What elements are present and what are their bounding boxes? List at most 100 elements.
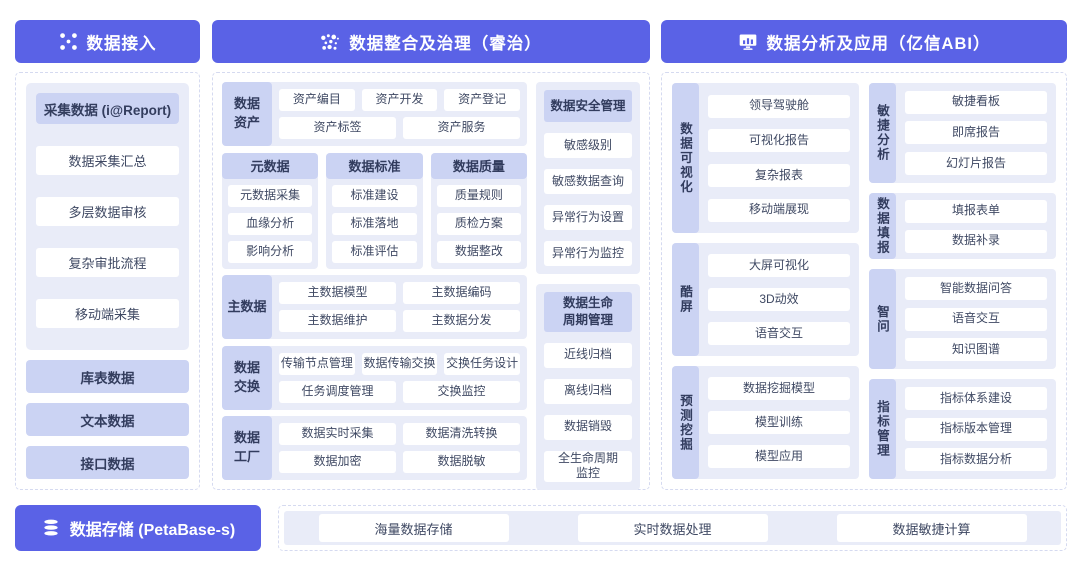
feature-box: 交换任务设计 [444, 352, 520, 375]
feature-box: 数据清洗转换 [403, 423, 520, 445]
indicator-management-group: 指标管理 指标体系建设 指标版本管理 指标数据分析 [869, 379, 1056, 479]
section-data-ingest: 数据接入 采集数据 (i@Report) 数据采集汇总 多层数据审核 复杂审批流… [15, 20, 200, 490]
data-factory-label: 数据 工厂 [222, 416, 272, 480]
asset-group: 数据 资产 资产编目 资产开发 资产登记 资产标签 资产服务 [222, 82, 527, 146]
feature-box: 多层数据审核 [36, 197, 179, 226]
storage-title: 数据存储 (PetaBase-s) [69, 522, 236, 539]
feature-box: 可视化报告 [708, 129, 850, 153]
analysis-panel: 数据可视化 领导驾驶舱 可视化报告 复杂报表 移动端展现 酷屏 大屏可视化 3D… [661, 72, 1067, 490]
feature-box: 复杂审批流程 [36, 248, 179, 277]
governance-panel: 数据 资产 资产编目 资产开发 资产登记 资产标签 资产服务 [212, 72, 650, 490]
feature-box: 资产服务 [403, 117, 520, 139]
feature-box: 标准建设 [332, 184, 417, 207]
feature-box: 异常行为设置 [544, 205, 632, 230]
feature-box: 3D动效 [708, 288, 850, 312]
collect-group: 采集数据 (i@Report) 数据采集汇总 多层数据审核 复杂审批流程 移动端… [26, 83, 189, 350]
feature-box: 任务调度管理 [279, 380, 396, 403]
governance-side-column: 数据安全管理 敏感级别 敏感数据查询 异常行为设置 异常行为监控 数据生命 周期… [536, 82, 640, 490]
ingest-panel: 采集数据 (i@Report) 数据采集汇总 多层数据审核 复杂审批流程 移动端… [15, 72, 200, 490]
data-security-header: 数据安全管理 [544, 90, 632, 122]
feature-box: 移动端采集 [36, 299, 179, 328]
particles-icon [320, 32, 340, 52]
feature-box: 模型应用 [708, 445, 850, 469]
feature-box: 质量规则 [436, 184, 521, 207]
source-box-table-data: 库表数据 [26, 360, 189, 393]
feature-box: 资产标签 [279, 117, 396, 139]
feature-box: 大屏可视化 [708, 254, 850, 278]
analysis-right-column: 敏捷分析 敏捷看板 即席报告 幻灯片报告 数据填报 填报表单 数据补录 智问 [869, 83, 1056, 479]
metadata-group: 元数据 元数据采集 血缘分析 影响分析 [222, 152, 319, 269]
data-visualization-group: 数据可视化 领导驾驶舱 可视化报告 复杂报表 移动端展现 [672, 83, 859, 234]
feature-box: 资产登记 [444, 89, 520, 111]
feature-box: 模型训练 [708, 411, 850, 435]
feature-box: 数据整改 [436, 240, 521, 263]
feature-box: 数据挖掘模型 [708, 377, 850, 401]
data-lifecycle-header: 数据生命 周期管理 [544, 292, 632, 332]
agile-analysis-label: 敏捷分析 [869, 83, 896, 183]
feature-box: 幻灯片报告 [905, 152, 1047, 176]
indicator-management-label: 指标管理 [869, 379, 896, 479]
ingest-header: 数据接入 [15, 20, 200, 63]
feature-box: 数据采集汇总 [36, 146, 179, 175]
governance-main-column: 数据 资产 资产编目 资产开发 资产登记 资产标签 资产服务 [222, 82, 527, 480]
feature-box: 复杂报表 [708, 164, 850, 188]
agile-analysis-group: 敏捷分析 敏捷看板 即席报告 幻灯片报告 [869, 83, 1056, 183]
capability-box: 实时数据处理 [577, 514, 768, 542]
database-icon [41, 518, 61, 538]
data-quality-group: 数据质量 质量规则 质检方案 数据整改 [430, 152, 527, 269]
data-exchange-label: 数据 交换 [222, 345, 272, 410]
feature-box: 指标体系建设 [905, 386, 1047, 410]
ingest-title: 数据接入 [86, 34, 157, 53]
feature-box: 填报表单 [905, 199, 1047, 223]
feature-box: 交换监控 [403, 380, 520, 403]
section-data-analysis: 数据分析及应用（亿信ABI） 数据可视化 领导驾驶舱 可视化报告 复杂报表 移动… [661, 20, 1067, 490]
analysis-header: 数据分析及应用（亿信ABI） [661, 20, 1067, 63]
feature-box: 元数据采集 [228, 184, 313, 207]
data-reporting-group: 数据填报 填报表单 数据补录 [869, 192, 1056, 260]
asset-group-content: 资产编目 资产开发 资产登记 资产标签 资产服务 [272, 82, 527, 146]
feature-box: 血缘分析 [228, 212, 313, 235]
smart-ask-group: 智问 智能数据问答 语音交互 知识图谱 [869, 269, 1056, 370]
asset-group-label: 数据 资产 [222, 82, 272, 146]
feature-box: 领导驾驶舱 [708, 94, 850, 118]
data-security-group: 数据安全管理 敏感级别 敏感数据查询 异常行为设置 异常行为监控 [536, 82, 640, 274]
feature-box: 指标数据分析 [905, 448, 1047, 472]
feature-box: 数据销毁 [544, 414, 632, 440]
data-quality-header: 数据质量 [430, 152, 527, 179]
master-data-group: 主数据 主数据模型 主数据编码 主数据维护 主数据分发 [222, 275, 527, 339]
section-data-governance: 数据整合及治理（睿治） 数据 资产 资产编目 资产开发 资产登记 资产标签 资产… [212, 20, 650, 490]
master-data-label: 主数据 [222, 275, 272, 339]
feature-box: 敏捷看板 [905, 90, 1047, 114]
feature-box: 移动端展现 [708, 198, 850, 222]
feature-box: 异常行为监控 [544, 241, 632, 266]
feature-box: 数据实时采集 [279, 423, 396, 445]
data-factory-group: 数据 工厂 数据实时采集 数据清洗转换 数据加密 数据脱敏 [222, 416, 527, 480]
feature-box: 近线归档 [544, 342, 632, 368]
network-dots-icon [59, 32, 78, 51]
feature-box: 数据加密 [279, 451, 396, 473]
feature-box: 敏感级别 [544, 133, 632, 158]
governance-title: 数据整合及治理（睿治） [349, 34, 542, 53]
data-visualization-label: 数据可视化 [672, 83, 699, 234]
feature-box: 数据传输交换 [361, 352, 438, 375]
feature-box: 主数据编码 [403, 282, 520, 304]
feature-box: 全生命周期 监控 [544, 450, 632, 482]
analysis-left-column: 数据可视化 领导驾驶舱 可视化报告 复杂报表 移动端展现 酷屏 大屏可视化 3D… [672, 83, 859, 479]
predictive-mining-group: 预测挖掘 数据挖掘模型 模型训练 模型应用 [672, 366, 859, 479]
cool-screen-group: 酷屏 大屏可视化 3D动效 语音交互 [672, 243, 859, 357]
feature-box: 离线归档 [544, 378, 632, 404]
data-standard-group: 数据标准 标准建设 标准落地 标准评估 [326, 152, 423, 269]
storage-bar: 数据存储 (PetaBase-s) [15, 505, 261, 551]
collect-header: 采集数据 (i@Report) [36, 93, 179, 124]
data-lifecycle-group: 数据生命 周期管理 近线归档 离线归档 数据销毁 全生命周期 监控 [536, 284, 640, 490]
feature-box: 数据补录 [905, 229, 1047, 253]
feature-box: 敏感数据查询 [544, 169, 632, 194]
storage-capabilities-panel: 海量数据存储 实时数据处理 数据敏捷计算 [278, 505, 1067, 551]
metadata-header: 元数据 [222, 152, 319, 179]
capability-box: 海量数据存储 [318, 514, 509, 542]
feature-box: 知识图谱 [905, 338, 1047, 362]
feature-box: 影响分析 [228, 240, 313, 263]
feature-box: 即席报告 [905, 121, 1047, 145]
feature-box: 资产开发 [361, 89, 438, 111]
